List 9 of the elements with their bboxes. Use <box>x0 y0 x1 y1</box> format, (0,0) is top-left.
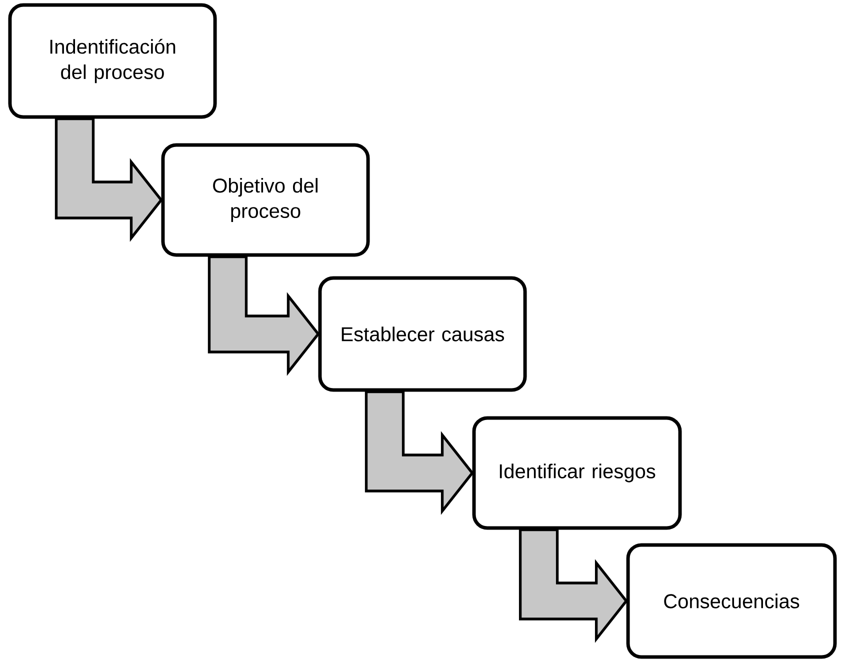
process-box: Establecer causas <box>318 276 527 392</box>
bent-arrow <box>54 117 163 242</box>
bent-arrow <box>208 255 320 376</box>
bent-arrow <box>364 390 474 515</box>
bent-arrow <box>518 528 628 643</box>
process-box: Objetivo del proceso <box>161 143 370 257</box>
process-box: Consecuencias <box>626 543 837 659</box>
process-box: Indentificación del proceso <box>8 3 217 119</box>
process-box: Identificar riesgos <box>472 416 682 530</box>
